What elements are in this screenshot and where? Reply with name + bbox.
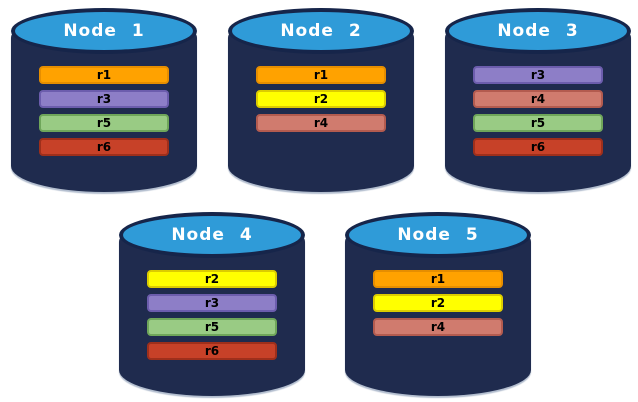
database-node-4: Node 4 r2 r3 r5 r6: [119, 212, 305, 396]
node-label: Node 4: [171, 224, 253, 245]
replica-label: r5: [204, 320, 220, 334]
replica-bar-r6: r6: [147, 342, 277, 360]
replica-label: r3: [204, 296, 220, 310]
replica-label: r1: [430, 272, 446, 286]
database-node-5: Node 5 r1 r2 r4: [345, 212, 531, 396]
replica-label: r6: [96, 140, 112, 154]
node-label: Node 1: [63, 20, 145, 41]
replica-label: r3: [530, 68, 546, 82]
replica-label: r2: [204, 272, 220, 286]
replica-label: r4: [313, 116, 329, 130]
database-node-2: Node 2 r1 r2 r4: [228, 8, 414, 192]
replica-label: r5: [530, 116, 546, 130]
replica-label: r2: [430, 296, 446, 310]
replica-bar-r4: r4: [373, 318, 503, 336]
cylinder-top: Node 3: [445, 8, 631, 54]
replica-bar-r5: r5: [147, 318, 277, 336]
replica-bar-r3: r3: [39, 90, 169, 108]
replica-label: r1: [313, 68, 329, 82]
cylinder-top: Node 2: [228, 8, 414, 54]
replica-label: r6: [530, 140, 546, 154]
replica-bar-r6: r6: [39, 138, 169, 156]
replica-label: r1: [96, 68, 112, 82]
replica-bar-r3: r3: [147, 294, 277, 312]
node-label: Node 5: [397, 224, 479, 245]
cylinder-body: [228, 30, 414, 192]
cylinder-body: [345, 234, 531, 396]
replica-bar-r1: r1: [373, 270, 503, 288]
cylinder-body: [11, 30, 197, 192]
replica-bar-r6: r6: [473, 138, 603, 156]
replica-bars: r2 r3 r5 r6: [147, 270, 277, 366]
replica-bars: r3 r4 r5 r6: [473, 66, 603, 162]
replica-label: r2: [313, 92, 329, 106]
replica-bar-r4: r4: [473, 90, 603, 108]
replica-bar-r1: r1: [39, 66, 169, 84]
replica-bar-r2: r2: [147, 270, 277, 288]
replica-bar-r4: r4: [256, 114, 386, 132]
replica-bar-r5: r5: [39, 114, 169, 132]
cylinder-top: Node 4: [119, 212, 305, 258]
database-node-3: Node 3 r3 r4 r5 r6: [445, 8, 631, 192]
replica-label: r4: [430, 320, 446, 334]
database-node-1: Node 1 r1 r3 r5 r6: [11, 8, 197, 192]
replica-bar-r1: r1: [256, 66, 386, 84]
cylinder-top: Node 5: [345, 212, 531, 258]
cylinder-body: [119, 234, 305, 396]
node-label: Node 3: [497, 20, 579, 41]
replica-label: r3: [96, 92, 112, 106]
replica-label: r6: [204, 344, 220, 358]
replica-label: r5: [96, 116, 112, 130]
replica-bar-r5: r5: [473, 114, 603, 132]
replica-bar-r3: r3: [473, 66, 603, 84]
cylinder-body: [445, 30, 631, 192]
replica-bar-r2: r2: [373, 294, 503, 312]
replica-label: r4: [530, 92, 546, 106]
replica-bars: r1 r3 r5 r6: [39, 66, 169, 162]
node-label: Node 2: [280, 20, 362, 41]
replica-bar-r2: r2: [256, 90, 386, 108]
cylinder-top: Node 1: [11, 8, 197, 54]
replica-bars: r1 r2 r4: [373, 270, 503, 342]
replica-bars: r1 r2 r4: [256, 66, 386, 138]
